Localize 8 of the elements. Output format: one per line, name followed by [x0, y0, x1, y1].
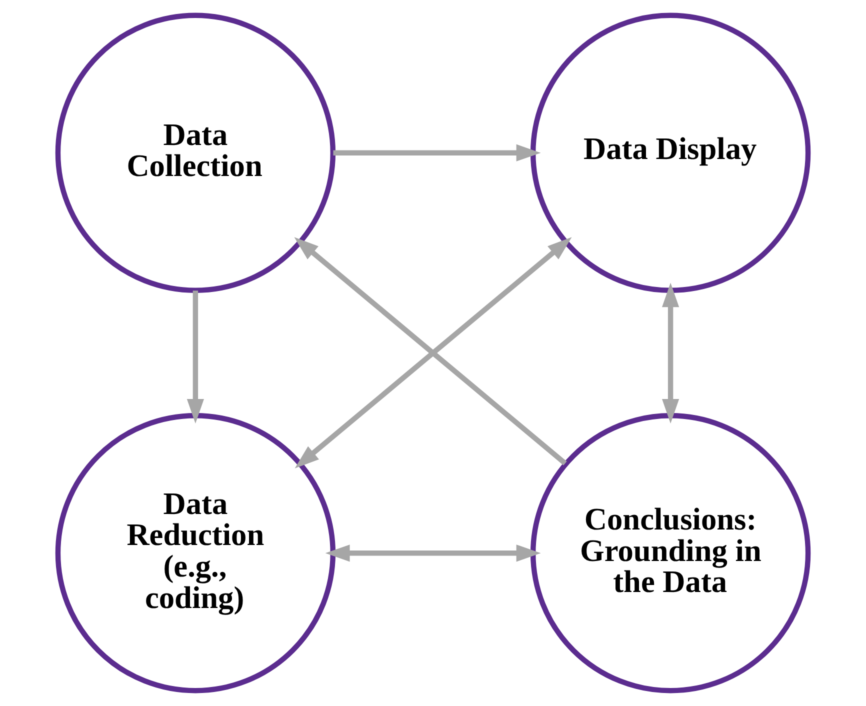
arrow — [325, 544, 541, 562]
node-circle: Data Display — [530, 12, 811, 293]
arrow — [333, 144, 541, 162]
node-circle: Data Collection — [55, 12, 336, 293]
arrow — [186, 290, 204, 424]
arrow — [662, 282, 680, 424]
node-circle: Data Reduction (e.g., coding) — [55, 413, 336, 694]
node-circle: Conclusions: Grounding in the Data — [530, 413, 811, 694]
